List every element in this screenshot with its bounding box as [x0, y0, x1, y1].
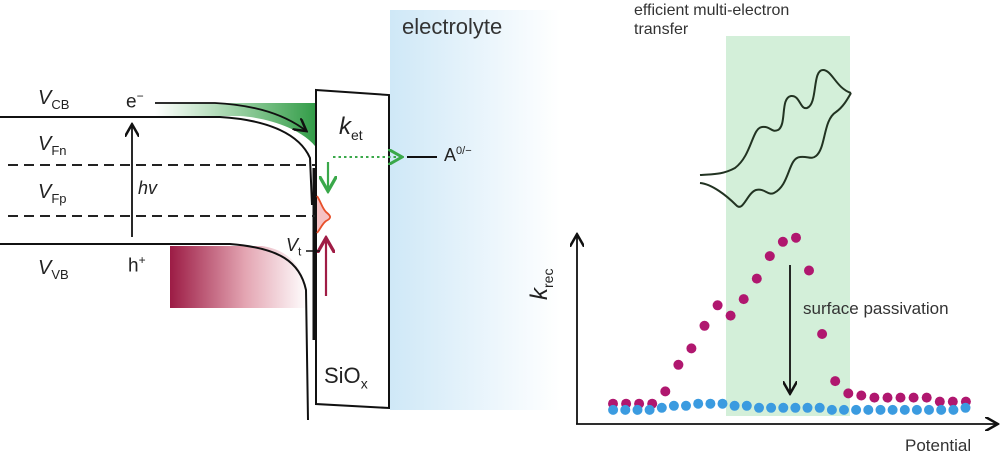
trap-level-label: Vt — [286, 235, 302, 259]
passivated-point — [875, 404, 886, 415]
passivated-point — [826, 404, 837, 415]
passivated-point — [948, 404, 959, 415]
cv-label-line1: efficient multi-electron — [634, 2, 790, 19]
unpassivated-point — [725, 310, 736, 321]
passivated-point — [681, 400, 691, 411]
passivated-point — [717, 398, 728, 409]
unpassivated-point — [751, 273, 762, 284]
cyclic-voltammogram-reverse — [699, 92, 852, 208]
passivated-point — [693, 398, 704, 409]
passivated-point — [936, 404, 947, 415]
unpassivated-point — [791, 232, 801, 243]
passivated-point — [802, 402, 813, 413]
passivated-point — [851, 404, 862, 415]
unpassivated-point — [921, 392, 932, 403]
x-axis-label: Potential — [905, 436, 972, 455]
electron-accumulation-fill — [155, 103, 318, 150]
unpassivated-point — [777, 236, 788, 247]
passivation-label: surface passivation — [803, 299, 949, 318]
unpassivated-point — [934, 396, 945, 407]
passivated-point — [608, 404, 619, 415]
hole-distribution-fill — [170, 246, 308, 308]
unpassivated-point — [699, 320, 710, 331]
cv-label-line2: transfer — [634, 21, 689, 38]
unpassivated-point — [856, 390, 867, 401]
passivated-point — [656, 402, 667, 413]
passivated-point — [911, 404, 922, 415]
unpassivated-point — [660, 386, 671, 397]
unpassivated-point — [712, 300, 723, 311]
electrolyte-label: electrolyte — [402, 14, 503, 39]
unpassivated-point — [843, 388, 854, 399]
scatter-points — [608, 232, 971, 415]
acceptor-label: A0/− — [444, 145, 472, 165]
unpassivated-point — [738, 294, 749, 305]
passivated-point — [960, 402, 971, 413]
unpassivated-point — [830, 376, 841, 387]
passivated-point — [741, 400, 752, 411]
passivated-point — [887, 404, 898, 415]
unpassivated-point — [908, 392, 919, 403]
electron-label: e− — [126, 89, 144, 113]
passivated-point — [839, 404, 849, 415]
hole-label: h+ — [128, 253, 146, 277]
passivated-point — [790, 402, 801, 413]
cyclic-voltammogram-forward — [699, 68, 852, 176]
passivated-point — [644, 404, 655, 415]
passivated-point — [863, 404, 874, 415]
trap-state-distribution — [316, 195, 332, 234]
oxide-layer-box — [315, 88, 390, 410]
passivated-point — [924, 404, 934, 415]
oxide-label: SiOx — [324, 363, 368, 392]
unpassivated-point — [869, 392, 880, 403]
unpassivated-point — [673, 359, 684, 370]
electron-flow-arrow — [155, 102, 305, 130]
valence-band-line — [0, 243, 309, 421]
passivated-point — [668, 400, 679, 411]
hole-fermi-label: VFp — [38, 181, 67, 206]
electrolyte-region — [390, 10, 560, 410]
electron-transfer-rate-label: ket — [339, 113, 363, 143]
passivated-point — [766, 402, 777, 413]
unpassivated-point — [804, 265, 814, 276]
passivated-point — [620, 404, 631, 415]
passivated-point — [705, 398, 716, 409]
passivated-point — [754, 402, 764, 413]
valence-band-label: VVB — [38, 257, 69, 282]
unpassivated-point — [947, 396, 958, 407]
photon-label: hv — [136, 178, 160, 198]
conduction-band-line — [0, 116, 313, 206]
y-axis-label: krec — [526, 268, 556, 300]
unpassivated-point — [882, 392, 893, 403]
passivated-point — [729, 400, 740, 411]
unpassivated-point — [817, 329, 828, 339]
passivated-point — [778, 402, 789, 413]
conduction-band-label: VCB — [38, 87, 70, 112]
efficient-transfer-highlight — [726, 36, 850, 416]
passivated-point — [632, 404, 643, 415]
unpassivated-point — [764, 251, 775, 262]
unpassivated-point — [895, 392, 906, 403]
passivated-point — [814, 402, 825, 413]
electron-fermi-label: VFn — [38, 133, 67, 158]
unpassivated-point — [686, 343, 697, 354]
passivated-point — [899, 404, 910, 415]
